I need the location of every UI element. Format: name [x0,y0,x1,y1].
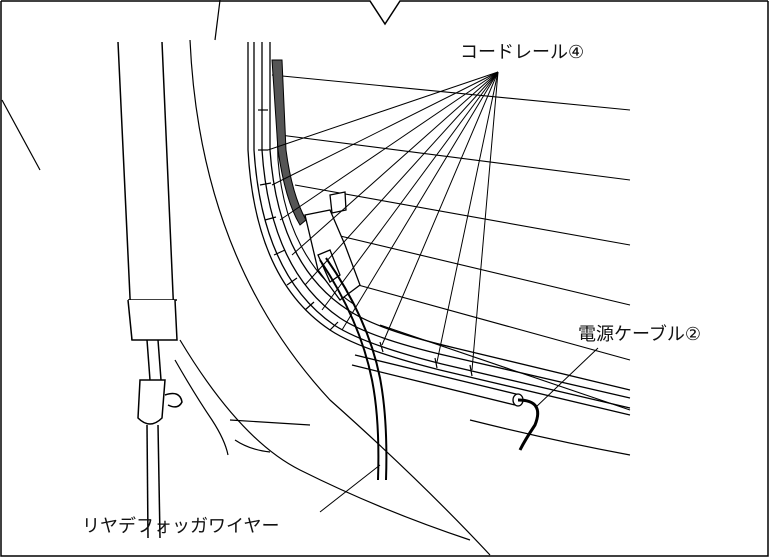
gas-strut [117,41,183,539]
cord-rail-segments [258,109,473,377]
power-cable-leader [534,347,599,409]
cord-rail-leaders [267,71,499,371]
body-panel [1,0,491,556]
frame-top-notch [1,0,768,26]
rear-defogger-wire-label: リヤデフォッガワイヤー [82,516,279,537]
cord-rail-label: コードレール④ [460,42,584,63]
defogger-wire-leader [319,464,381,513]
power-cable [351,354,540,451]
body-lower-line [469,419,631,456]
connector-bracket [304,191,361,301]
window-frame [247,42,631,416]
defogger-wire-inner [325,257,388,481]
power-cable-label: 電源ケーブル② [578,323,701,345]
defogger-wire-outer [319,259,380,481]
